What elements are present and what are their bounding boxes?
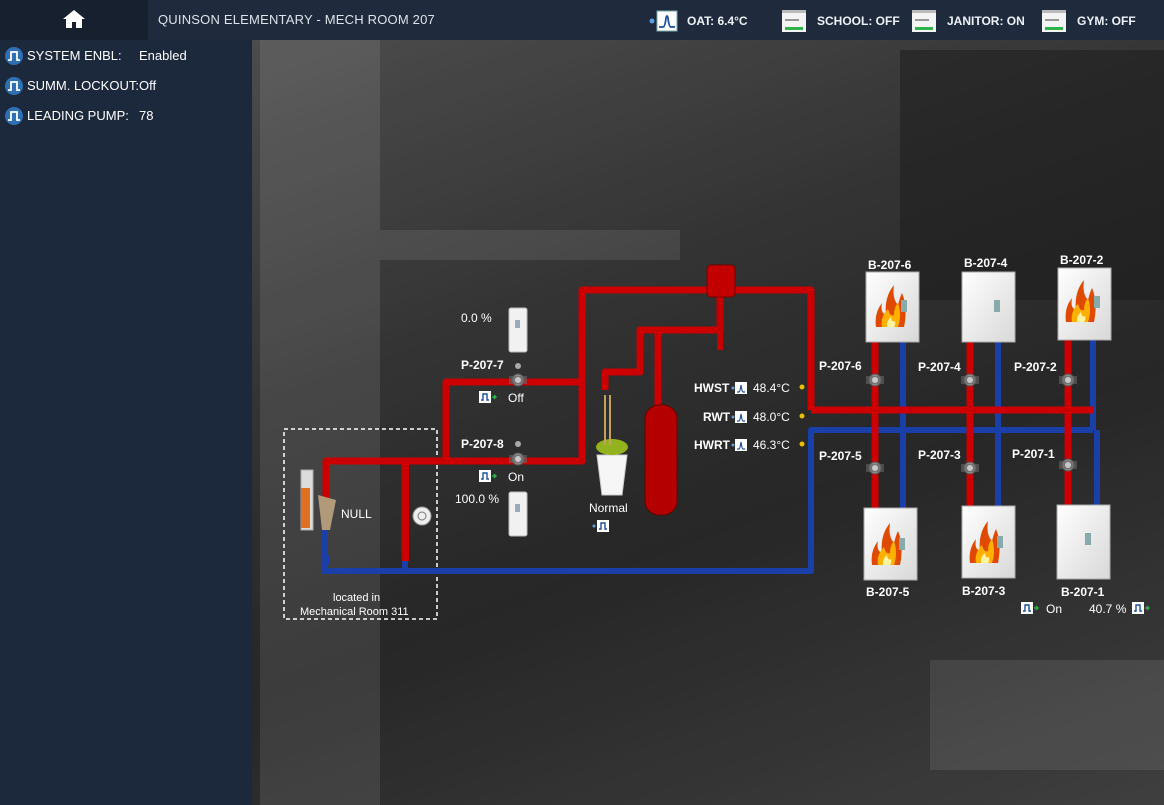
mechanical-room-graphic: 0.0 % P-207-7 Off P-207-8 On 100.0 % Nor… — [252, 40, 1164, 805]
sidebar-item-system-enable: SYSTEM ENBL: Enabled — [4, 44, 244, 66]
pump-p-207-7-command-icon[interactable] — [479, 391, 497, 403]
remote-location-box — [283, 428, 438, 620]
top-bar: QUINSON ELEMENTARY - MECH ROOM 207 OAT: … — [0, 0, 1164, 40]
schedule-icon — [912, 10, 936, 32]
schedule-janitor-label: JANITOR: ON — [947, 14, 1025, 28]
boiler-b-207-1[interactable] — [1056, 504, 1111, 580]
hwrt-label: HWRT — [694, 438, 731, 452]
b-207-1-modulation-icon[interactable] — [1132, 602, 1150, 614]
hwst-sensor-icon[interactable] — [731, 382, 748, 394]
boiler-b-207-2[interactable] — [1057, 267, 1112, 341]
oat-label: OAT: 6.4°C — [687, 14, 748, 28]
boiler-b-207-3-label: B-207-3 — [962, 584, 1006, 598]
oat-status[interactable]: OAT: 6.4°C — [648, 10, 748, 32]
schedule-icon — [782, 10, 806, 32]
b-207-1-status: On — [1046, 602, 1062, 616]
pump-p-207-3-label: P-207-3 — [918, 448, 961, 462]
boiler-b-207-2-label: B-207-2 — [1060, 253, 1104, 267]
vfd-p-207-7[interactable] — [508, 307, 528, 353]
expansion-status-point-icon[interactable] — [592, 520, 610, 532]
pump-p-207-8-label: P-207-8 — [461, 437, 504, 451]
sidebar-item-value: Enabled — [139, 48, 187, 63]
pump-p-207-8-command-icon[interactable] — [479, 470, 497, 482]
sensor-wave-icon — [649, 10, 678, 32]
pump-p-207-8-status: On — [508, 470, 524, 484]
sidebar-item-value: 78 — [139, 108, 154, 123]
sidebar-item-label: LEADING PUMP: — [27, 108, 129, 123]
schedule-gym-label: GYM: OFF — [1077, 14, 1136, 28]
b-207-1-modulation: 40.7 % — [1089, 602, 1127, 616]
schedule-janitor[interactable]: JANITOR: ON — [911, 10, 1029, 32]
rwt-label: RWT — [703, 410, 731, 424]
expansion-tank — [644, 404, 678, 516]
hwst-label: HWST — [694, 381, 730, 395]
binary-point-icon[interactable] — [4, 76, 24, 96]
hwrt-value: 46.3°C — [753, 438, 790, 452]
remote-note-line2: Mechanical Room 311 — [300, 606, 409, 618]
boiler-b-207-4-label: B-207-4 — [964, 256, 1008, 270]
pump-p-207-7-status: Off — [508, 391, 524, 405]
pump-p-207-6-label: P-207-6 — [819, 359, 862, 373]
pressure-gauge-icon — [412, 506, 432, 526]
vfd-p-207-7-speed: 0.0 % — [461, 311, 492, 325]
vfd-p-207-8[interactable] — [508, 491, 528, 537]
remote-note-line1: located in — [333, 592, 380, 604]
boiler-b-207-3[interactable] — [961, 505, 1016, 579]
sidebar: SYSTEM ENBL: Enabled SUMM. LOCKOUT:Off L… — [0, 40, 252, 805]
sidebar-item-label: SYSTEM ENBL: — [27, 48, 122, 63]
pump-p-207-5-label: P-207-5 — [819, 449, 862, 463]
home-cell — [0, 0, 148, 40]
boiler-b-207-5-label: B-207-5 — [866, 585, 910, 599]
boiler-b-207-1-label: B-207-1 — [1061, 585, 1105, 599]
pump-p-207-2-label: P-207-2 — [1014, 360, 1057, 374]
b-207-1-enable-icon[interactable] — [1021, 602, 1039, 614]
sidebar-item-label: SUMM. LOCKOUT:Off — [27, 78, 157, 93]
binary-point-icon[interactable] — [4, 106, 24, 126]
pump-p-207-1-label: P-207-1 — [1012, 447, 1055, 461]
boiler-b-207-5[interactable] — [863, 507, 918, 581]
home-icon[interactable] — [62, 8, 86, 30]
schedule-school-label: SCHOOL: OFF — [817, 14, 900, 28]
pump-p-207-7-label: P-207-7 — [461, 358, 504, 372]
binary-point-icon[interactable] — [4, 46, 24, 66]
rwt-value: 48.0°C — [753, 410, 790, 424]
glycol-feed-tank — [596, 395, 628, 496]
boiler-b-207-6-label: B-207-6 — [868, 258, 912, 272]
sidebar-item-summer-lockout: SUMM. LOCKOUT:Off — [4, 74, 244, 96]
hydronic-diagram: 0.0 % P-207-7 Off P-207-8 On 100.0 % Nor… — [252, 40, 1164, 805]
boiler-b-207-6[interactable] — [865, 271, 920, 343]
air-separator — [706, 264, 736, 298]
schedule-gym[interactable]: GYM: OFF — [1041, 10, 1159, 32]
remote-pump-status: NULL — [341, 507, 372, 521]
hwrt-sensor-icon[interactable] — [731, 439, 748, 451]
schedule-icon — [1042, 10, 1066, 32]
expansion-status: Normal — [589, 501, 628, 515]
page-title: QUINSON ELEMENTARY - MECH ROOM 207 — [158, 12, 435, 27]
sidebar-item-leading-pump: LEADING PUMP: 78 — [4, 104, 244, 126]
vfd-p-207-8-speed: 100.0 % — [455, 492, 499, 506]
remote-pump — [300, 469, 336, 531]
pump-p-207-4-label: P-207-4 — [918, 360, 961, 374]
schedule-school[interactable]: SCHOOL: OFF — [781, 10, 900, 32]
rwt-sensor-icon[interactable] — [731, 411, 748, 423]
boiler-b-207-4[interactable] — [961, 271, 1016, 343]
hwst-value: 48.4°C — [753, 381, 790, 395]
